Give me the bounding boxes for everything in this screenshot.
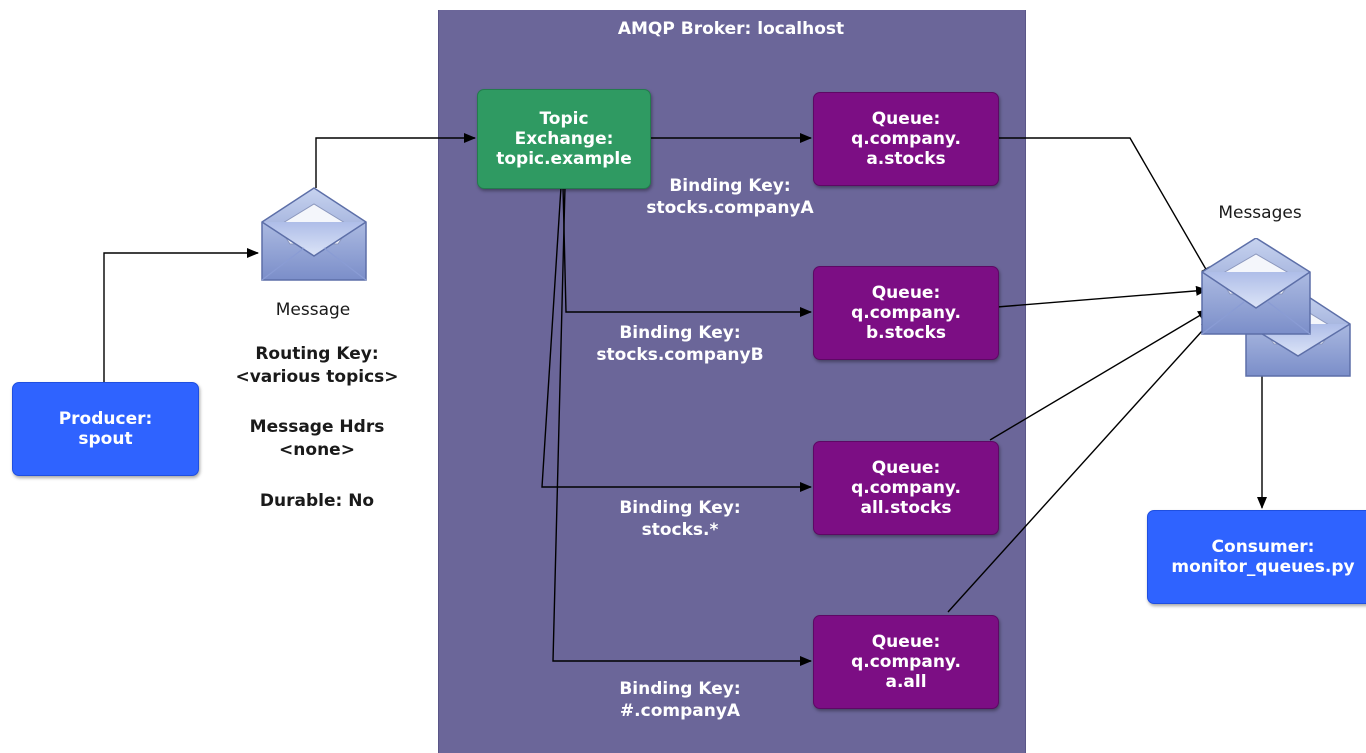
queue-name-part-1: q.company.: [851, 652, 961, 672]
producer-label: Producer:: [58, 409, 153, 429]
exchange-name: topic.example: [496, 149, 632, 169]
durable-label: Durable: No: [259, 491, 375, 511]
message-label: Message: [275, 300, 351, 320]
consumer-name: monitor_queues.py: [1171, 557, 1355, 577]
producer-name: spout: [78, 429, 133, 449]
routing-key-value: <various topics>: [235, 367, 399, 387]
queue-name-part-2: a.stocks: [866, 149, 946, 169]
binding-key-title: Binding Key:: [619, 498, 741, 518]
message-hdrs-value: <none>: [279, 440, 355, 460]
binding-key-title: Binding Key:: [669, 176, 791, 196]
queue-name-part-1: q.company.: [851, 129, 961, 149]
queue-b-stocks: Queue: q.company. b.stocks: [813, 266, 999, 360]
queue-all-stocks-to-messages-line: [989, 309, 1210, 441]
consumer-label: Consumer:: [1211, 537, 1315, 557]
binding-key-all-stocks: Binding Key: stocks.*: [570, 497, 790, 541]
queue-a-all-to-messages-line: [947, 319, 1213, 613]
binding-key-value: stocks.companyB: [596, 345, 764, 365]
exchange-to-queue-all-stocks-line: [541, 186, 812, 492]
binding-key-title: Binding Key:: [619, 323, 741, 343]
binding-key-a-all: Binding Key: #.companyA: [570, 678, 790, 722]
queue-name-part-2: all.stocks: [860, 498, 952, 518]
exchange-line-1: Topic: [539, 109, 589, 129]
exchange-line-2: Exchange:: [514, 129, 614, 149]
queue-name-part-1: q.company.: [851, 478, 961, 498]
queue-label: Queue:: [871, 458, 941, 478]
queue-all-stocks: Queue: q.company. all.stocks: [813, 441, 999, 535]
queue-a-stocks: Queue: q.company. a.stocks: [813, 92, 999, 186]
queue-a-all: Queue: q.company. a.all: [813, 615, 999, 709]
envelope-icon: [261, 187, 367, 281]
binding-key-title: Binding Key:: [619, 679, 741, 699]
broker-title: AMQP Broker: localhost: [617, 19, 845, 39]
binding-key-a-stocks: Binding Key: stocks.companyA: [620, 175, 840, 219]
binding-key-value: stocks.*: [641, 520, 719, 540]
routing-key-title: Routing Key:: [255, 344, 379, 364]
consumer-box: Consumer: monitor_queues.py: [1147, 510, 1366, 604]
envelope-stack-icon: [1201, 238, 1351, 377]
queue-name-part-2: a.all: [885, 672, 927, 692]
binding-key-b-stocks: Binding Key: stocks.companyB: [570, 322, 790, 366]
message-to-exchange-line: [315, 133, 476, 188]
queue-name-part-1: q.company.: [851, 303, 961, 323]
binding-key-value: stocks.companyA: [646, 198, 814, 218]
queue-label: Queue:: [871, 109, 941, 129]
binding-key-value: #.companyA: [619, 701, 741, 721]
queue-label: Queue:: [871, 632, 941, 652]
queue-name-part-2: b.stocks: [865, 323, 947, 343]
queue-a-stocks-to-messages-line: [997, 137, 1212, 279]
producer-to-message-line: [103, 248, 259, 382]
producer-box: Producer: spout: [12, 382, 199, 476]
exchange-to-queue-a-all-line: [552, 186, 812, 666]
message-hdrs-title: Message Hdrs: [249, 417, 385, 437]
topic-exchange-box: Topic Exchange: topic.example: [477, 89, 651, 189]
queue-b-stocks-to-messages-line: [996, 285, 1208, 308]
queue-label: Queue:: [871, 283, 941, 303]
messages-label: Messages: [1218, 203, 1302, 223]
